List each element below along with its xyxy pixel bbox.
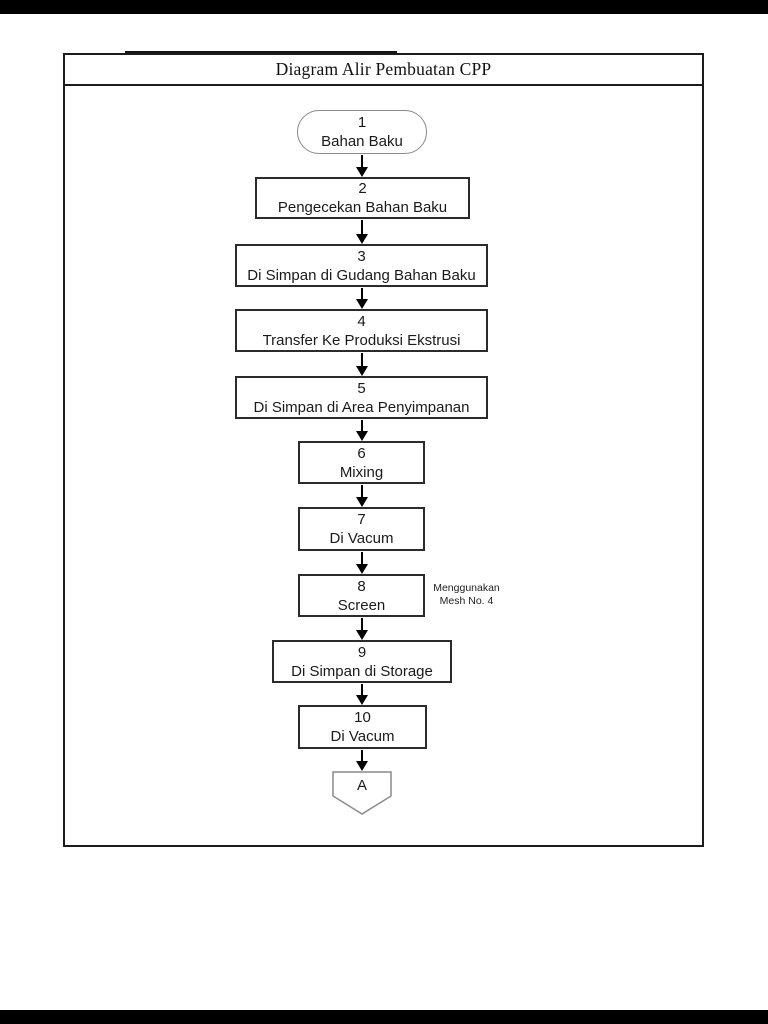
arrow-shaft bbox=[360, 485, 363, 497]
step-number: 6 bbox=[357, 444, 366, 462]
arrowhead-icon bbox=[355, 497, 368, 507]
scan-artifact-line bbox=[125, 51, 397, 53]
arrowhead-icon bbox=[355, 299, 368, 309]
mesh-annotation: Menggunakan Mesh No. 4 bbox=[428, 582, 505, 607]
arrow-shaft bbox=[360, 420, 363, 431]
letterbox-top-bar bbox=[0, 0, 768, 14]
letterbox-bottom-bar bbox=[0, 1010, 768, 1024]
arrow-shaft bbox=[360, 220, 363, 234]
step-label: Di Simpan di Gudang Bahan Baku bbox=[247, 266, 476, 284]
arrow-shaft bbox=[360, 155, 363, 167]
step-label: Bahan Baku bbox=[321, 133, 403, 150]
arrow-shaft bbox=[360, 750, 363, 761]
step-label: Mixing bbox=[339, 463, 384, 481]
node-process-mixing: 6 Mixing bbox=[298, 441, 425, 484]
arrow-down-icon bbox=[355, 750, 368, 771]
node-process-simpan-gudang-bahan-baku: 3 Di Simpan di Gudang Bahan Baku bbox=[235, 244, 488, 287]
step-number: 4 bbox=[357, 312, 366, 330]
node-offpage-connector-a: A bbox=[332, 771, 392, 815]
node-process-simpan-area-penyimpanan: 5 Di Simpan di Area Penyimpanan bbox=[235, 376, 488, 419]
arrow-down-icon bbox=[355, 288, 368, 309]
annotation-line-1: Menggunakan bbox=[433, 582, 500, 594]
step-label: Transfer Ke Produksi Ekstrusi bbox=[262, 331, 461, 349]
arrow-down-icon bbox=[355, 353, 368, 376]
arrow-shaft bbox=[360, 288, 363, 299]
arrowhead-icon bbox=[355, 564, 368, 574]
step-label: Di Vacum bbox=[329, 530, 394, 547]
arrow-down-icon bbox=[355, 420, 368, 441]
step-number: 10 bbox=[354, 709, 371, 726]
node-terminator-bahan-baku: 1 Bahan Baku bbox=[297, 110, 427, 154]
arrow-down-icon bbox=[355, 618, 368, 640]
arrow-down-icon bbox=[355, 684, 368, 705]
step-number: 8 bbox=[357, 577, 366, 595]
node-process-screen: 8 Screen bbox=[298, 574, 425, 617]
arrowhead-icon bbox=[355, 167, 368, 177]
diagram-title: Diagram Alir Pembuatan CPP bbox=[275, 59, 492, 79]
step-number: 5 bbox=[357, 379, 366, 397]
connector-label: A bbox=[356, 777, 367, 794]
arrowhead-icon bbox=[355, 431, 368, 441]
arrow-down-icon bbox=[355, 155, 368, 177]
arrowhead-icon bbox=[355, 695, 368, 705]
step-number: 2 bbox=[358, 180, 367, 197]
arrowhead-icon bbox=[355, 761, 368, 771]
diagram-title-bar: Diagram Alir Pembuatan CPP bbox=[65, 55, 702, 86]
offpage-connector-shape bbox=[332, 771, 392, 815]
step-number: 1 bbox=[357, 114, 367, 131]
arrow-shaft bbox=[360, 552, 363, 564]
step-label: Di Simpan di Area Penyimpanan bbox=[253, 398, 470, 416]
step-label: Screen bbox=[337, 596, 386, 614]
step-label: Di Vacum bbox=[330, 728, 395, 745]
node-process-di-vacum-7: 7 Di Vacum bbox=[298, 507, 425, 551]
arrow-shaft bbox=[360, 684, 363, 695]
annotation-line-2: Mesh No. 4 bbox=[439, 594, 494, 607]
node-process-di-vacum-10: 10 Di Vacum bbox=[298, 705, 427, 749]
step-number: 3 bbox=[357, 247, 366, 265]
arrow-shaft bbox=[360, 618, 363, 630]
arrow-down-icon bbox=[355, 220, 368, 244]
arrowhead-icon bbox=[355, 234, 368, 244]
step-label: Di Simpan di Storage bbox=[291, 662, 433, 680]
node-process-simpan-storage: 9 Di Simpan di Storage bbox=[272, 640, 452, 683]
step-number: 7 bbox=[357, 511, 366, 528]
arrowhead-icon bbox=[355, 630, 368, 640]
node-process-transfer-produksi-ekstrusi: 4 Transfer Ke Produksi Ekstrusi bbox=[235, 309, 488, 352]
arrowhead-icon bbox=[355, 366, 368, 376]
arrow-shaft bbox=[360, 353, 363, 366]
step-number: 9 bbox=[357, 643, 367, 661]
arrow-down-icon bbox=[355, 552, 368, 574]
step-label: Pengecekan Bahan Baku bbox=[277, 199, 448, 216]
arrow-down-icon bbox=[355, 485, 368, 507]
node-process-pengecekan-bahan-baku: 2 Pengecekan Bahan Baku bbox=[255, 177, 470, 219]
